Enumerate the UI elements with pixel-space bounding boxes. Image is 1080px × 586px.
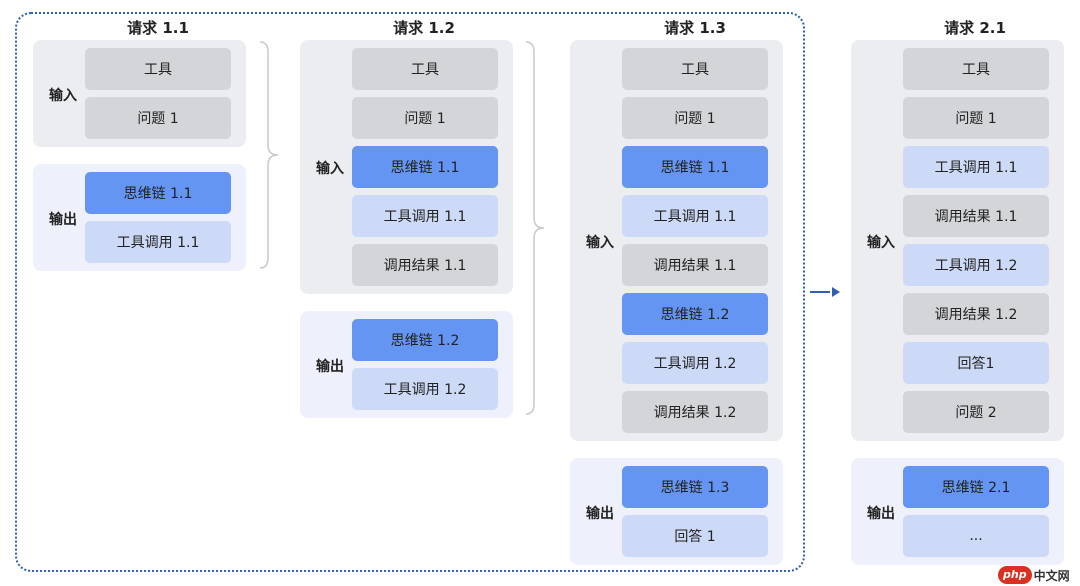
input-block: 思维链 1.1 (352, 146, 498, 188)
output-block: 思维链 1.3 (622, 466, 768, 508)
watermark-badge: php (998, 566, 1032, 584)
brace-1-to-2 (259, 41, 279, 269)
input-block: 问题 1 (622, 97, 768, 139)
input-block: 调用结果 1.2 (622, 391, 768, 433)
input-block: 调用结果 1.2 (903, 293, 1049, 335)
input-label: 输入 (49, 87, 77, 104)
input-block: 工具 (85, 48, 231, 90)
input-label: 输入 (867, 234, 895, 251)
input-block: 工具 (622, 48, 768, 90)
request-title: 请求 1.3 (664, 19, 726, 37)
output-label: 输出 (316, 358, 344, 375)
output-label: 输出 (867, 505, 895, 522)
brace-2-to-3 (525, 41, 545, 415)
input-block: 工具 (903, 48, 1049, 90)
dashed-conversation-frame (15, 12, 805, 572)
input-block: 问题 1 (903, 97, 1049, 139)
input-block: 工具 (352, 48, 498, 90)
input-block: 问题 1 (85, 97, 231, 139)
input-block: 调用结果 1.1 (622, 244, 768, 286)
input-block: 问题 1 (352, 97, 498, 139)
output-block: 工具调用 1.1 (85, 221, 231, 263)
input-block: 思维链 1.2 (622, 293, 768, 335)
watermark-text: 中文网 (1033, 568, 1070, 583)
input-block: 问题 2 (903, 391, 1049, 433)
output-label: 输出 (586, 505, 614, 522)
request-title: 请求 1.1 (127, 19, 189, 37)
output-block: 回答 1 (622, 515, 768, 557)
arrow-head (832, 287, 840, 297)
input-block: 工具调用 1.2 (903, 244, 1049, 286)
input-block: 回答1 (903, 342, 1049, 384)
input-block: 调用结果 1.1 (903, 195, 1049, 237)
request-title: 请求 2.1 (944, 19, 1006, 37)
input-block: 工具调用 1.1 (352, 195, 498, 237)
output-block: 思维链 1.1 (85, 172, 231, 214)
output-block: 思维链 2.1 (903, 466, 1049, 508)
input-block: 工具调用 1.1 (622, 195, 768, 237)
output-label: 输出 (49, 211, 77, 228)
output-block: ... (903, 515, 1049, 557)
watermark-logo: php 中文网 (998, 565, 1070, 585)
input-block: 思维链 1.1 (622, 146, 768, 188)
request-title: 请求 1.2 (393, 19, 455, 37)
input-label: 输入 (316, 161, 344, 177)
output-block: 工具调用 1.2 (352, 368, 498, 410)
input-block: 工具调用 1.1 (903, 146, 1049, 188)
input-block: 工具调用 1.2 (622, 342, 768, 384)
output-block: 思维链 1.2 (352, 319, 498, 361)
input-label: 输入 (586, 234, 614, 251)
input-block: 调用结果 1.1 (352, 244, 498, 286)
